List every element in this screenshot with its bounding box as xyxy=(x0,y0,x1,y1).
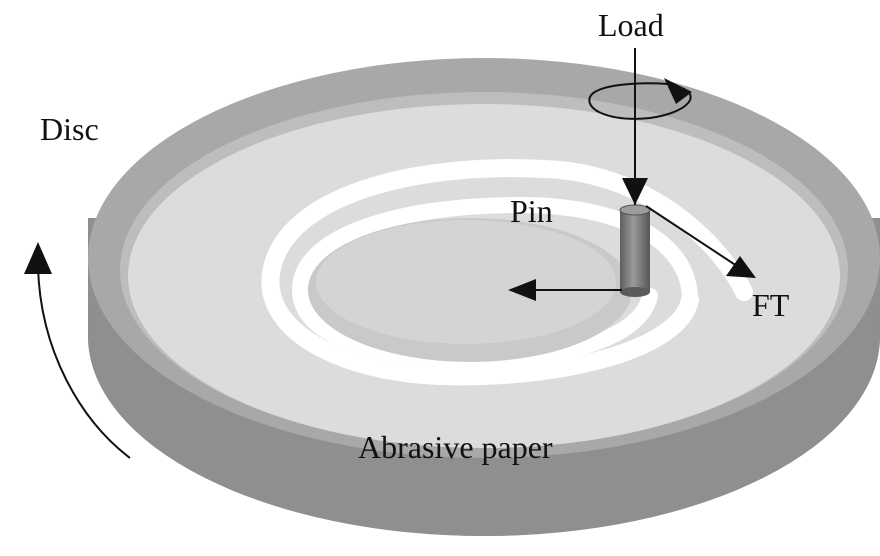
load-arrowhead xyxy=(622,178,648,205)
load-label: Load xyxy=(598,7,664,43)
pin-label: Pin xyxy=(510,193,553,229)
abrasive-paper-label: Abrasive paper xyxy=(358,429,553,465)
center-area-inner xyxy=(316,220,616,344)
normal-force-arrowhead xyxy=(508,279,536,301)
ft-label: FT xyxy=(752,287,790,323)
disc-label: Disc xyxy=(40,111,99,147)
pin-bottom xyxy=(620,287,650,297)
pin-body xyxy=(620,210,650,292)
pin-rotation-arrow xyxy=(588,82,692,120)
pin xyxy=(619,204,651,297)
pin-rotation-arrowhead xyxy=(664,78,692,104)
pin-top xyxy=(619,204,651,216)
disc-rotation-arrowhead xyxy=(24,242,52,274)
friction-force-arrowhead xyxy=(726,256,756,278)
disc-rotation-arrow xyxy=(37,265,131,459)
spiral-track-inner xyxy=(291,196,698,369)
friction-force-arrow xyxy=(645,205,741,269)
